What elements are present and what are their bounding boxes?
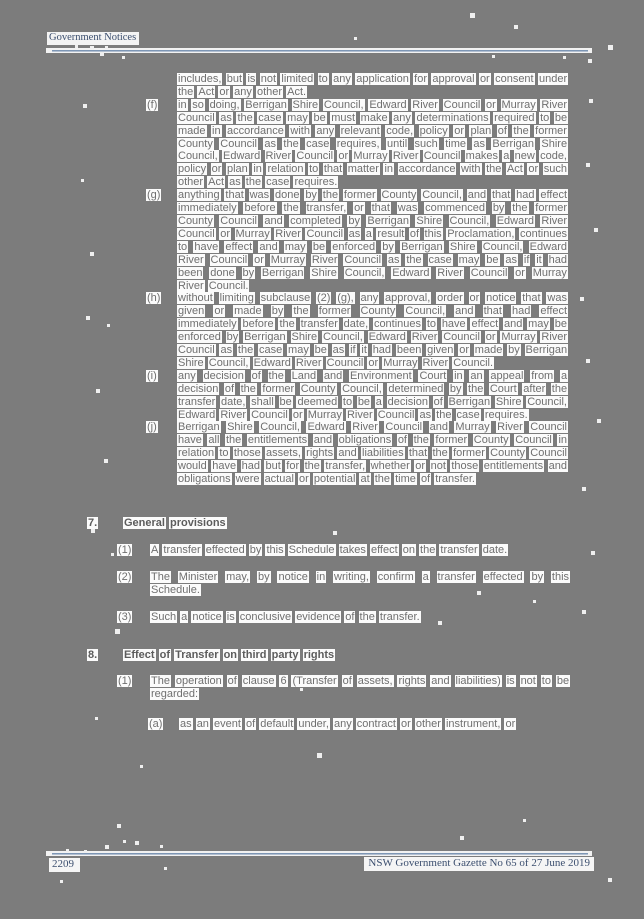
- clause-text: anything that was done by the former Cou…: [177, 189, 569, 292]
- scan-noise-speck: [514, 25, 518, 29]
- scan-noise-speck: [563, 56, 566, 59]
- scan-noise-speck: [582, 610, 586, 614]
- scan-noise-speck: [477, 591, 481, 595]
- page-number: 2209: [49, 858, 80, 872]
- clause-label: (g): [146, 189, 162, 202]
- scan-noise-speck: [317, 753, 322, 758]
- scan-noise-speck: [333, 531, 337, 535]
- section-8: 8. Effect of Transfer on third party rig…: [0, 648, 644, 732]
- scan-noise-speck: [111, 553, 114, 556]
- clause-item-j: (j) Berrigan Shire Council, Edward River…: [146, 421, 644, 486]
- gazette-title: NSW Government Gazette No 65 of 27 June …: [364, 857, 594, 871]
- scan-noise-speck: [597, 419, 601, 423]
- scan-noise-speck: [122, 56, 125, 59]
- scan-noise-speck: [83, 104, 87, 108]
- scan-noise-speck: [115, 629, 120, 634]
- document-body: includes, but is not limited to any appl…: [0, 73, 644, 731]
- scan-noise-speck: [100, 52, 104, 56]
- section-heading: Effect of Transfer on third party rights: [123, 648, 336, 661]
- scan-noise-speck: [492, 55, 495, 58]
- scan-noise-speck: [107, 324, 110, 327]
- footer-rule: [46, 851, 592, 856]
- scan-noise-speck: [123, 840, 126, 843]
- scan-noise-speck: [608, 45, 613, 50]
- subclause-label: (2): [117, 570, 133, 583]
- subclause-text: The Minister may, by notice in writing, …: [150, 570, 571, 596]
- clause-label: (h): [146, 292, 162, 305]
- scan-noise-speck: [104, 459, 108, 463]
- scan-noise-speck: [90, 252, 94, 256]
- section-number: 7.: [87, 517, 99, 529]
- scan-noise-speck: [589, 99, 593, 103]
- scan-noise-speck: [66, 849, 69, 852]
- scan-noise-speck: [86, 316, 90, 320]
- subclause-label: (1): [117, 675, 133, 688]
- paragraph-label: (a): [148, 718, 164, 731]
- scan-noise-speck: [160, 845, 163, 848]
- subclause-1: (1) A transfer effected by this Schedule…: [117, 543, 644, 557]
- scan-noise-speck: [135, 841, 139, 845]
- continuation-paragraph: includes, but is not limited to any appl…: [177, 73, 569, 98]
- subclause-2: (2) The Minister may, by notice in writi…: [117, 570, 644, 597]
- clause-item-g: (g) anything that was done by the former…: [146, 189, 644, 292]
- paragraph-text: as an event of default under, any contra…: [179, 718, 517, 731]
- scan-noise-speck: [608, 878, 612, 882]
- scan-noise-speck: [60, 880, 63, 883]
- scan-noise-speck: [81, 179, 84, 182]
- scan-noise-speck: [586, 359, 590, 363]
- clause-text: Berrigan Shire Council, Edward River Cou…: [177, 421, 568, 486]
- scan-noise-speck: [580, 297, 584, 301]
- scan-noise-speck: [594, 228, 598, 232]
- scan-noise-speck: [140, 765, 143, 768]
- page-header-title: Government Notices: [47, 32, 140, 45]
- section-heading-row: 8. Effect of Transfer on third party rig…: [87, 648, 644, 662]
- subclause-3: (3) Such a notice is conclusive evidence…: [117, 610, 644, 624]
- scan-noise-speck: [84, 850, 87, 853]
- paragraph-a: (a) as an event of default under, any co…: [148, 718, 644, 731]
- scan-noise-speck: [105, 845, 109, 849]
- scan-noise-speck: [117, 824, 121, 828]
- scan-noise-speck: [75, 45, 78, 48]
- subclause-text: A transfer effected by this Schedule tak…: [150, 543, 509, 556]
- subclause-text: Such a notice is conclusive evidence of …: [150, 610, 421, 623]
- clause-item-i: (i) any decision of the Land and Environ…: [146, 369, 644, 422]
- clause-item-h: (h) without limiting subclause (2) (g), …: [146, 292, 644, 369]
- scan-noise-speck: [438, 621, 442, 625]
- clause-label: (f): [146, 98, 159, 111]
- scan-noise-speck: [300, 688, 303, 691]
- scan-noise-speck: [523, 819, 526, 822]
- section-7: 7. General provisions (1) A transfer eff…: [0, 517, 644, 624]
- section-heading: General provisions: [123, 517, 227, 529]
- scan-noise-speck: [105, 46, 108, 49]
- scan-noise-speck: [582, 487, 586, 491]
- scan-noise-speck: [586, 163, 590, 167]
- scan-noise-speck: [588, 59, 592, 63]
- subclause-label: (3): [117, 610, 133, 623]
- clause-text: any decision of the Land and Environment…: [177, 369, 569, 421]
- scan-noise-speck: [533, 600, 536, 603]
- section-heading-row: 7. General provisions: [87, 517, 644, 530]
- subclause-label: (1): [117, 543, 133, 556]
- scan-noise-speck: [90, 46, 94, 50]
- clause-label: (j): [146, 421, 158, 434]
- scan-noise-speck: [164, 867, 167, 870]
- scan-noise-speck: [95, 717, 98, 720]
- scan-noise-speck: [591, 551, 595, 555]
- scan-noise-speck: [91, 529, 95, 533]
- header-rule: [46, 48, 592, 53]
- clause-text: without limiting subclause (2) (g), any …: [177, 292, 569, 369]
- section-number: 8.: [87, 648, 99, 661]
- clause-item-f: (f) in so doing, Berrigan Shire Council,…: [146, 98, 644, 189]
- scan-noise-speck: [354, 37, 357, 40]
- scan-noise-speck: [96, 389, 100, 393]
- subclause-text: The operation of clause 6 (Transfer of a…: [150, 675, 571, 701]
- scan-noise-speck: [470, 13, 475, 18]
- clause-label: (i): [146, 369, 158, 382]
- scan-noise-speck: [460, 836, 464, 840]
- clause-text: in so doing, Berrigan Shire Council, Edw…: [177, 98, 569, 189]
- subclause-1: (1) The operation of clause 6 (Transfer …: [117, 675, 644, 701]
